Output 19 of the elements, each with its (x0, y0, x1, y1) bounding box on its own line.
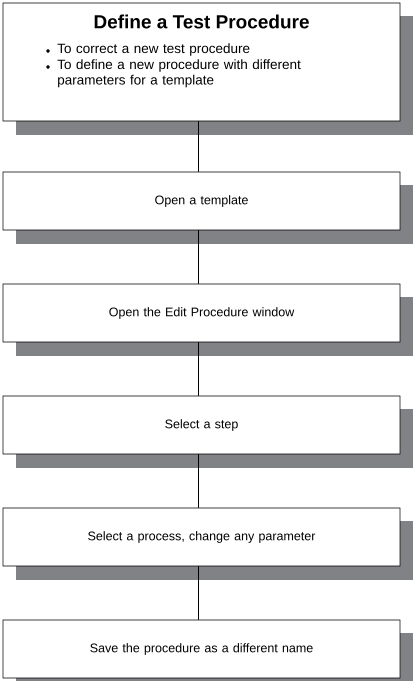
connector-line (198, 454, 199, 508)
step-text: Save the procedure as a different name (90, 643, 313, 655)
connector-line (198, 566, 199, 620)
step-box (2, 508, 413, 580)
connector-line (198, 120, 199, 172)
title-box (2, 2, 413, 135)
step-text: Select a process, change any parameter (88, 531, 316, 543)
step-box (2, 172, 413, 244)
step-box (2, 396, 413, 468)
bullet-text: To define a new procedure with different parameters for a template (58, 59, 301, 88)
connector-line (198, 342, 199, 396)
step-text: Select a step (165, 419, 238, 431)
heading: Define a Test Procedure (94, 14, 309, 28)
step-box (2, 284, 413, 356)
connector-line (198, 230, 199, 284)
step-text: Open a template (155, 195, 248, 207)
bullet-text: To correct a new test procedure (58, 43, 250, 56)
step-text: Open the Edit Procedure window (109, 307, 294, 319)
step-box (2, 620, 413, 681)
